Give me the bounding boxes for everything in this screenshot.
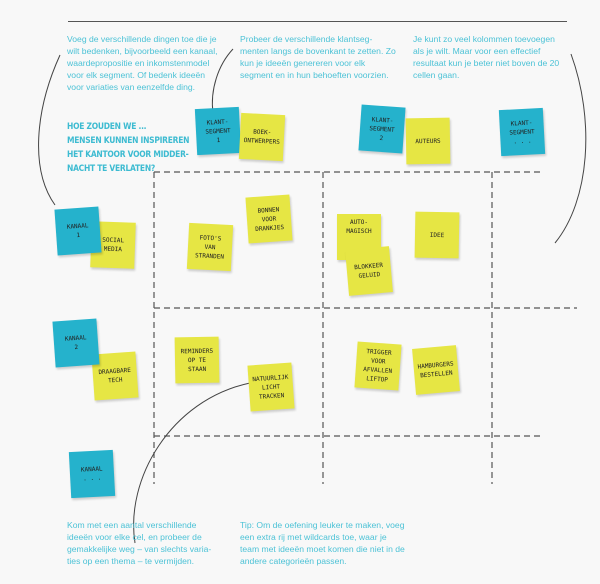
instruction-top-left: Voeg de verschillende dingen toe die je … — [67, 34, 218, 92]
segment-sticky-note: KANAAL 2 — [52, 318, 100, 368]
heading-line: NACHT TE VERLATEN? — [67, 164, 156, 174]
idea-sticky-note: TRIGGER VOOR AFVALLEN LIFTOP — [354, 341, 402, 391]
heading-line: MENSEN KUNNEN INSPIREREN — [67, 136, 190, 146]
heading-line: HET KANTOOR VOOR MIDDER- — [67, 150, 189, 160]
arrow-to-cell — [133, 382, 251, 544]
idea-sticky-note: FOTO'S VAN STRANDEN — [186, 222, 234, 272]
idea-sticky-note: IDEE — [414, 211, 460, 259]
idea-sticky-note: REMINDERS OP TE STAAN — [174, 336, 220, 384]
idea-sticky-note: BONNEN VOOR DRANKJES — [245, 194, 293, 244]
instruction-top-middle: Probeer de verschillende klantseg-menten… — [240, 34, 396, 80]
idea-grid — [153, 171, 577, 484]
segment-sticky-note: KLANT- SEGMENT 2 — [358, 104, 406, 154]
segment-sticky-note: KLANT- SEGMENT . . . — [498, 107, 546, 157]
arrow-to-kanaal — [38, 54, 61, 206]
idea-sticky-note: NATUURLIJK LICHT TRACKEN — [247, 362, 295, 412]
arrow-to-segment — [211, 48, 234, 114]
heading-line: HOE ZOUDEN WE ... — [67, 122, 147, 132]
instruction-bottom-left: Kom met een aantal verschillende ideeën … — [67, 520, 212, 566]
segment-sticky-note: KLANT- SEGMENT 1 — [194, 106, 242, 156]
idea-sticky-note: AUTEURS — [405, 117, 451, 165]
instruction-top-right: Je kunt zo veel kolommen toevoegen als j… — [413, 34, 560, 80]
segment-sticky-note: KANAAL . . . — [68, 449, 116, 499]
arrow-to-column — [554, 53, 587, 244]
idea-sticky-note: BLOKKEER GELUID — [345, 246, 393, 296]
instruction-bottom-middle: Tip: Om de oefening leuker te maken, voe… — [240, 520, 405, 566]
idea-sticky-note: HAMBURGERS BESTELLEN — [412, 345, 460, 395]
challenge-heading: HOE ZOUDEN WE ... MENSEN KUNNEN INSPIRER… — [67, 120, 189, 176]
idea-sticky-note: BOEK- ONTWERPERS — [238, 112, 286, 162]
arrows — [38, 48, 587, 544]
segment-sticky-note: KANAAL 1 — [54, 206, 102, 256]
top-divider — [68, 21, 567, 22]
